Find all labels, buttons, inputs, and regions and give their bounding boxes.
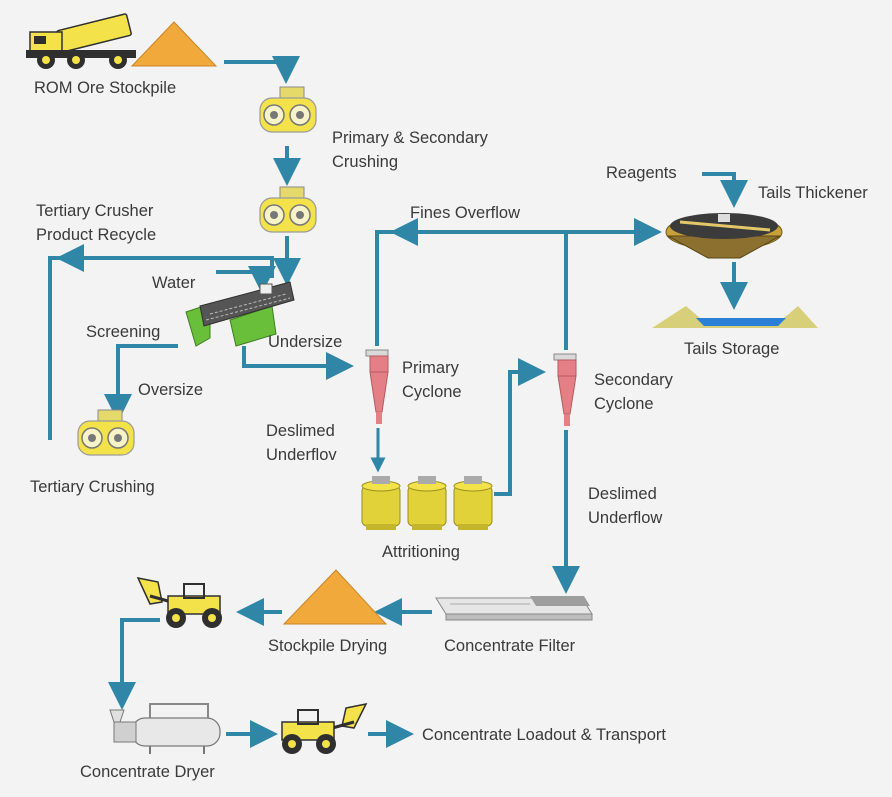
label-undersize: Undersize	[268, 333, 342, 351]
label-rom-ore-stockpile: ROM Ore Stockpile	[34, 79, 176, 97]
flow-water	[216, 266, 276, 294]
label-primary-cyclone: Cyclone	[402, 383, 462, 401]
attrition-cell-icon	[361, 476, 401, 530]
label-primary-cyclone: Primary	[402, 359, 460, 377]
flow-oversize	[104, 344, 178, 422]
label-deslimed-underflow: Underflov	[266, 446, 337, 464]
tails-storage-icon	[652, 306, 818, 328]
flow-reagents	[702, 172, 748, 208]
label-stockpile-drying: Stockpile Drying	[268, 637, 387, 655]
label-primary-secondary-crushing: Primary & Secondary	[332, 129, 489, 147]
vibrating-screen-icon	[185, 281, 295, 347]
label-reagents: Reagents	[606, 164, 677, 182]
front-loader-icon	[136, 576, 222, 628]
secondary-crusher-icon	[259, 186, 317, 233]
label-secondary-cyclone: Secondary	[594, 371, 674, 389]
label-fines-overflow: Fines Overflow	[410, 204, 520, 222]
flow-attrition-to-secondary	[494, 358, 546, 496]
attrition-cell-icon	[453, 476, 493, 530]
label-water: Water	[152, 274, 196, 292]
primary-cyclone-icon	[365, 349, 389, 424]
rotary-dryer-icon	[109, 703, 221, 754]
front-loader-icon	[281, 702, 368, 754]
label-primary-secondary-crushing: Crushing	[332, 153, 398, 171]
flow-lines	[48, 56, 748, 748]
label-tertiary-crusher-recycle: Tertiary Crusher	[36, 202, 154, 220]
thickener-icon	[665, 213, 783, 259]
attrition-cell-icon	[407, 476, 447, 530]
label-concentrate-filter: Concentrate Filter	[444, 637, 576, 655]
label-screening: Screening	[86, 323, 160, 341]
flow-loader-to-dryer	[108, 618, 160, 710]
label-deslimed-underflow: Deslimed	[588, 485, 657, 503]
label-tertiary-crusher-recycle: Product Recycle	[36, 226, 156, 244]
label-tails-storage: Tails Storage	[684, 340, 779, 358]
drying-stockpile-icon	[282, 569, 388, 625]
label-attritioning: Attritioning	[382, 543, 460, 561]
label-deslimed-underflow: Underflow	[588, 509, 662, 527]
label-concentrate-dryer: Concentrate Dryer	[80, 763, 215, 781]
diagram-labels: ROM Ore Stockpile Primary & Secondary Cr…	[30, 79, 868, 781]
flow-primary-overflow	[375, 230, 386, 346]
belt-filter-icon	[435, 596, 593, 621]
tertiary-crusher-icon	[77, 409, 135, 456]
flow-rom-to-crusher	[224, 56, 300, 84]
flow-recycle	[48, 256, 274, 440]
label-concentrate-loadout: Concentrate Loadout & Transport	[422, 726, 666, 744]
label-tertiary-crushing: Tertiary Crushing	[30, 478, 155, 496]
label-tails-thickener: Tails Thickener	[758, 184, 868, 202]
label-oversize: Oversize	[138, 381, 203, 399]
label-deslimed-underflow: Deslimed	[266, 422, 335, 440]
rom-stockpile-icon	[130, 21, 218, 67]
haul-truck-icon	[26, 13, 136, 69]
primary-crusher-icon	[259, 86, 317, 133]
flow-undersize	[242, 346, 354, 380]
label-secondary-cyclone: Cyclone	[594, 395, 654, 413]
secondary-cyclone-icon	[553, 353, 577, 426]
